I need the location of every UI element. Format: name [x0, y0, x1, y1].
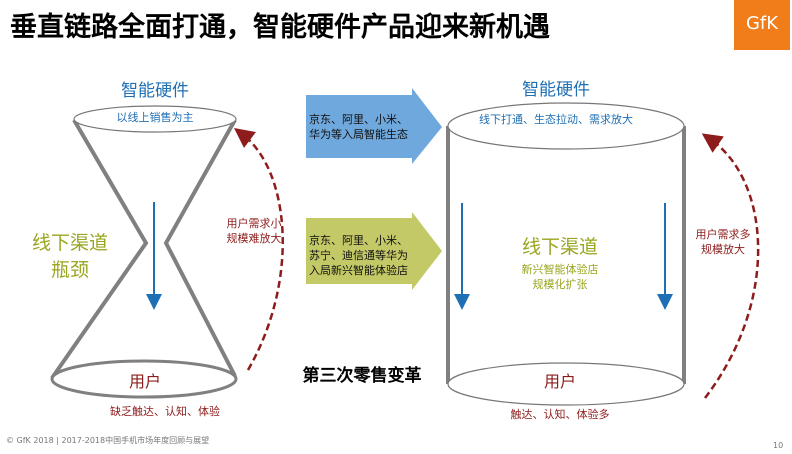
left-mid-label: 线下渠道: [31, 232, 109, 254]
hourglass-top-ellipse: [73, 105, 237, 133]
right-bottom-label: 用户: [543, 372, 577, 391]
left-mid-label-2: 瓶颈: [50, 259, 90, 281]
right-loop-text-2: 规模放大: [701, 243, 745, 256]
right-top-desc: 线下打通、生态拉动、需求放大: [479, 113, 633, 126]
right-mid-label: 线下渠道: [521, 236, 599, 258]
right-mid-desc-1: 新兴智能体验店: [521, 263, 599, 276]
blue-arrow-text-1: 京东、阿里、小米、: [309, 113, 408, 126]
hourglass-bottom-ellipse: [50, 359, 238, 399]
left-bottom-label: 用户: [128, 372, 162, 391]
blue-arrow-text-2: 华为等入局智能生态: [309, 128, 408, 141]
gfk-logo: GfK: [734, 0, 790, 50]
left-bottom-desc: 缺乏触达、认知、体验: [110, 405, 220, 418]
cylinder-shape: [446, 102, 686, 406]
hourglass-shape: [50, 118, 237, 380]
footer-text: © GfK 2018 | 2017-2018中国手机市场年度回顾与展望: [6, 436, 210, 445]
left-loop-text-1: 用户需求小: [226, 217, 282, 230]
center-label: 第三次零售变革: [302, 366, 422, 386]
right-top-label: 智能硬件: [522, 80, 590, 100]
loop-arrow-right: [701, 133, 760, 399]
right-mid-desc-2: 规模化扩张: [532, 278, 588, 291]
slide-title: 垂直链路全面打通，智能硬件产品迎来新机遇: [10, 12, 550, 43]
green-arrow-text-2: 苏宁、迪信通等华为: [309, 249, 408, 262]
right-loop-text-1: 用户需求多: [695, 228, 751, 241]
page-number: 10: [773, 441, 784, 450]
green-arrow-shape: [306, 212, 442, 290]
left-loop-text-2: 规模难放大: [226, 232, 282, 245]
blue-arrow-shape: [306, 88, 442, 164]
green-arrow-text-3: 入局新兴智能体验店: [309, 264, 408, 277]
green-arrow-text-1: 京东、阿里、小米、: [309, 234, 408, 247]
right-bottom-desc: 触达、认知、体验多: [510, 408, 610, 421]
left-top-desc: 以线上销售为主: [116, 111, 194, 124]
left-top-label: 智能硬件: [121, 81, 189, 101]
loop-arrow-left: [234, 127, 284, 371]
